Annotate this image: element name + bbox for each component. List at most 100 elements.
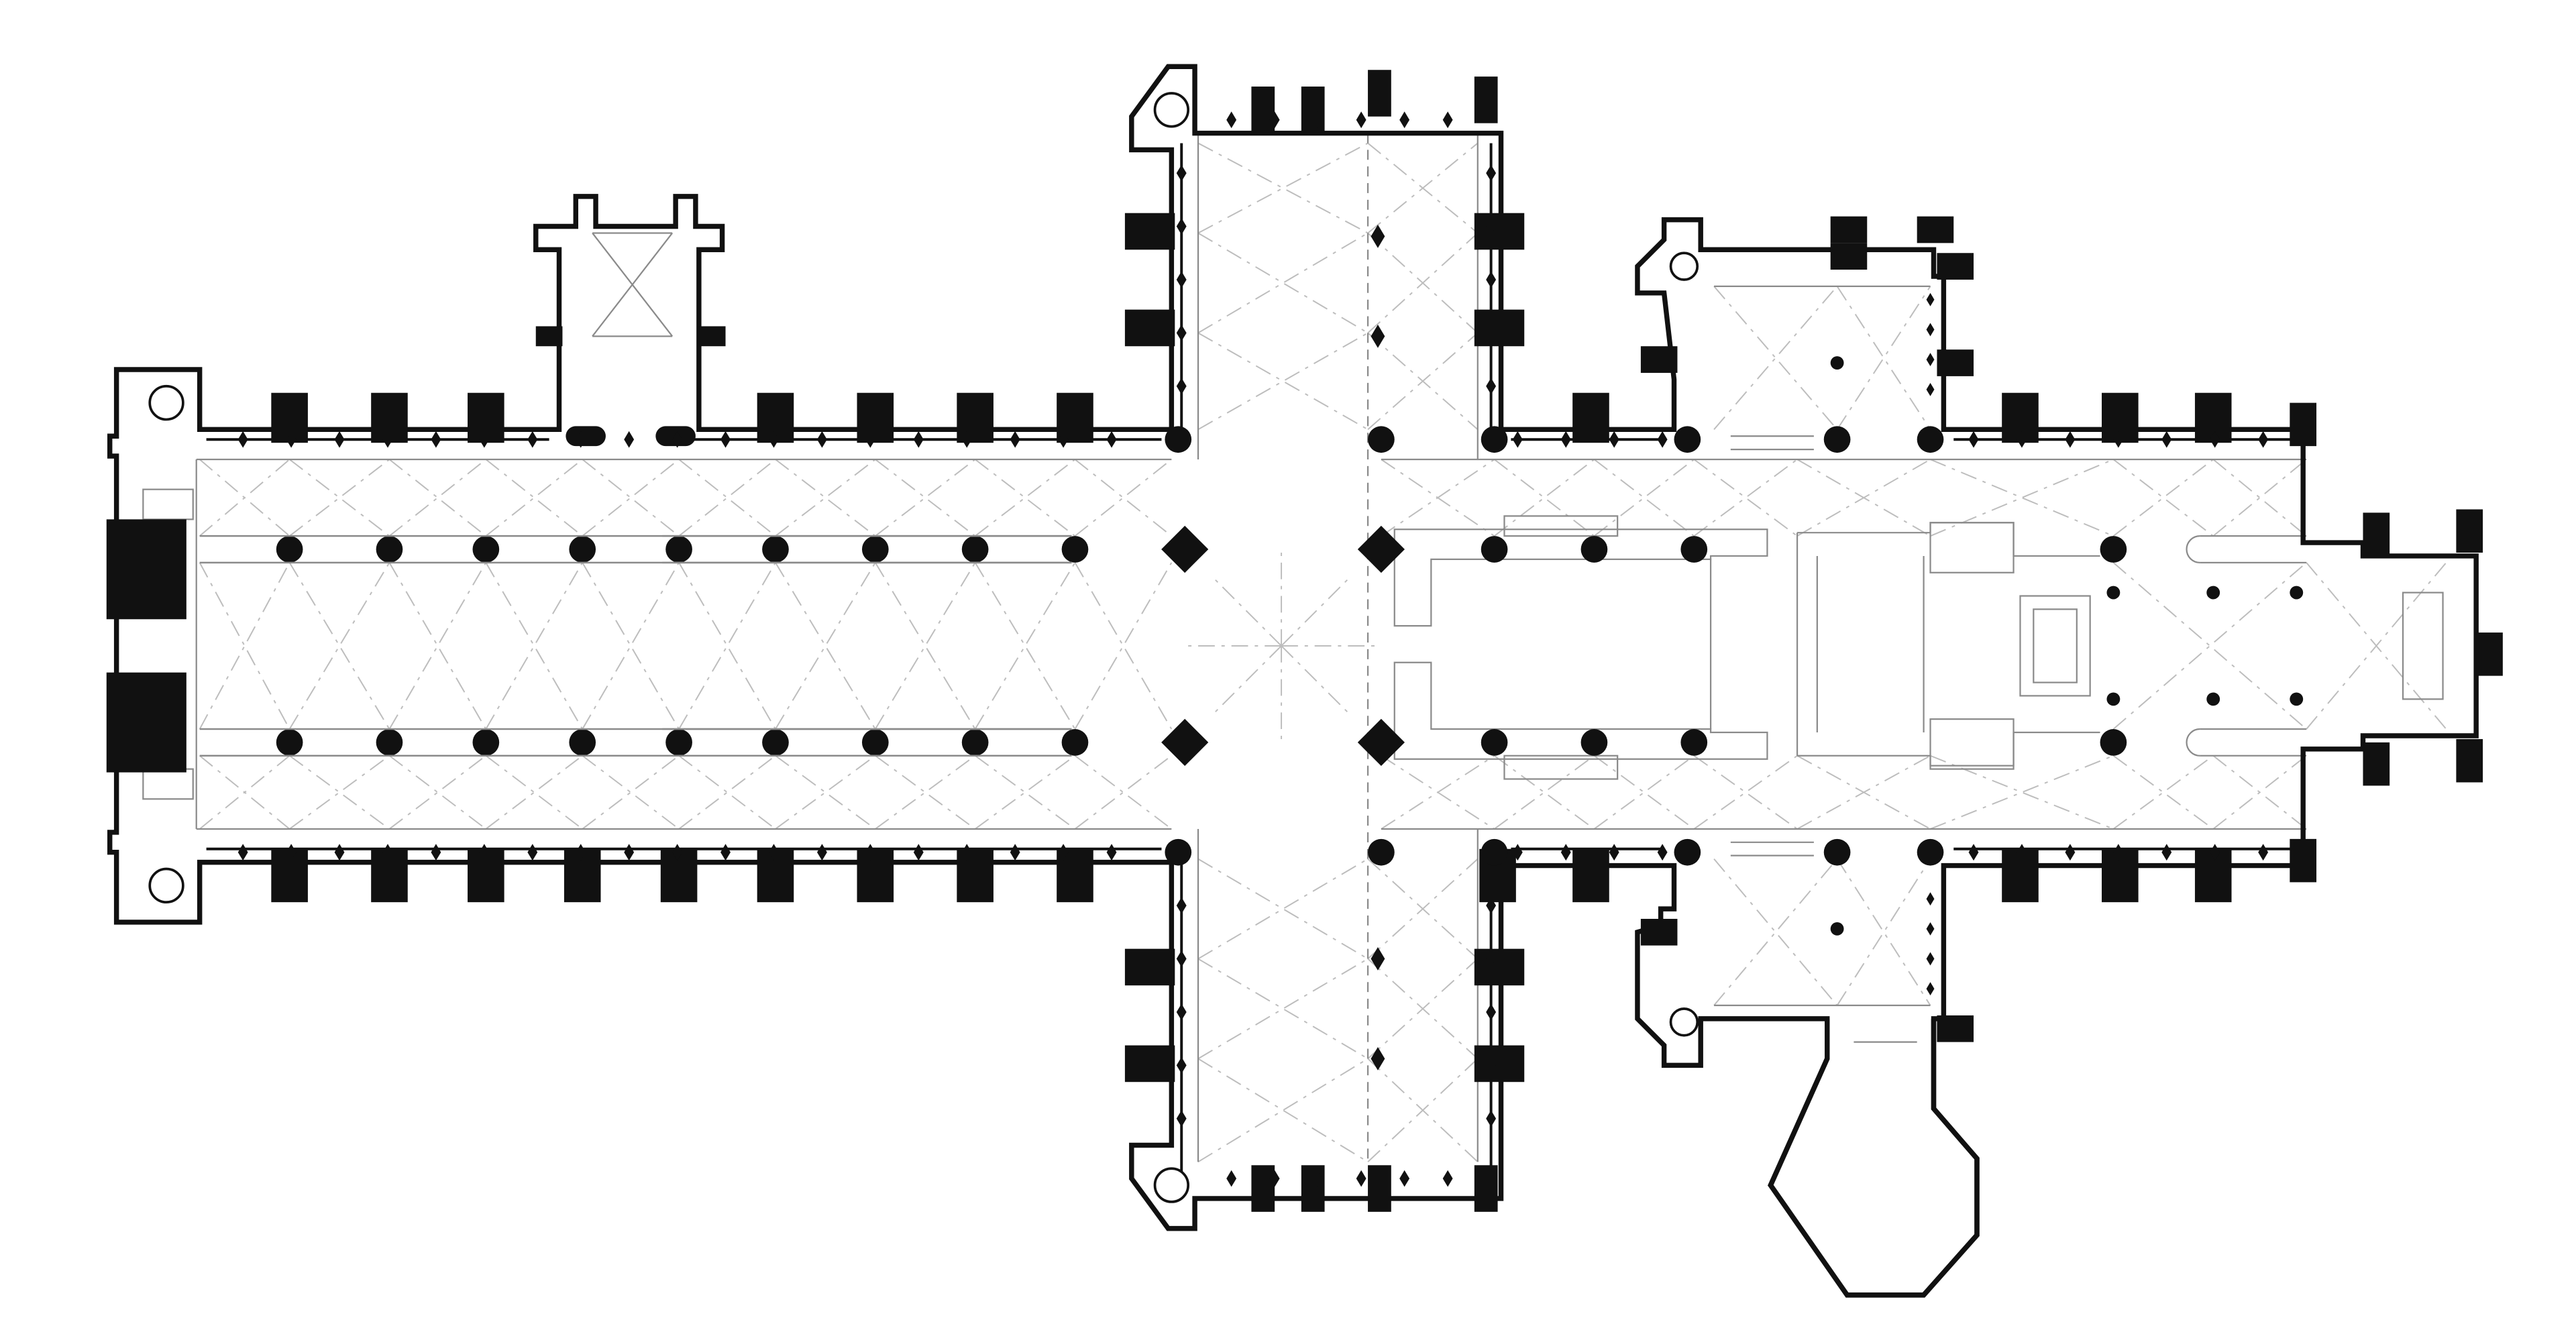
nave-pier <box>861 536 889 563</box>
buttress <box>535 326 563 347</box>
wall-shaft <box>1442 111 1453 129</box>
vault-rib <box>1367 858 1479 960</box>
wall-shaft <box>1560 844 1571 861</box>
nave-pier <box>276 536 303 563</box>
vault-rib <box>1693 755 1798 830</box>
vault-rib <box>1493 459 1595 537</box>
wall-shaft <box>961 431 972 448</box>
vault-rib <box>775 755 876 830</box>
vault-rib <box>875 755 976 830</box>
wall-shaft <box>1226 1170 1237 1187</box>
vault-rib <box>199 755 290 830</box>
vault-rib <box>1593 755 1695 830</box>
nave-pier <box>472 536 500 563</box>
buttress <box>1124 213 1175 250</box>
vault-rib <box>2306 562 2447 730</box>
buttress <box>2363 512 2390 556</box>
nave-pier <box>1481 426 1508 453</box>
vault-rib <box>1796 755 1931 830</box>
vault-rib <box>1367 1058 1479 1163</box>
nave-pier <box>2100 729 2127 756</box>
vault-rib <box>1281 645 1348 712</box>
buttress <box>1474 948 1525 986</box>
wall-shaft <box>1486 271 1497 288</box>
wall-shaft <box>1657 431 1668 448</box>
wall-shaft <box>1486 897 1497 914</box>
wall-shaft <box>1926 292 1935 307</box>
wall-shaft <box>1399 1170 1410 1187</box>
wall-shaft <box>1486 324 1497 341</box>
wall-shaft <box>1926 353 1935 367</box>
nave-pier <box>665 729 692 756</box>
vault-rib <box>388 755 486 830</box>
vault-rib <box>678 755 776 830</box>
wall-shaft <box>1926 952 1935 966</box>
vault-rib <box>1836 858 1931 1006</box>
nave-pier <box>1368 838 1395 866</box>
wall-shaft <box>1560 431 1571 448</box>
buttress <box>1474 213 1525 250</box>
buttress <box>1937 349 1974 376</box>
vault-rib <box>678 459 776 537</box>
buttress <box>1124 1045 1175 1083</box>
crossing-pier <box>1357 718 1405 767</box>
vault-rib <box>2212 459 2307 537</box>
vault-rib <box>678 459 776 537</box>
west-buttress <box>106 519 186 620</box>
interior-lines <box>142 133 2444 1162</box>
wall-shaft <box>1926 323 1935 337</box>
vault-rib <box>485 755 583 830</box>
nave-pier <box>2206 586 2220 600</box>
buttress <box>566 426 606 447</box>
vault-rib <box>1494 755 1595 830</box>
wall-shaft <box>1926 922 1935 936</box>
buttress <box>857 848 894 903</box>
buttress <box>1301 87 1325 133</box>
vault-rib <box>1281 579 1348 647</box>
nave-pier <box>1061 729 1089 756</box>
vault-rib <box>582 459 680 537</box>
nave-pier <box>2106 586 2121 600</box>
buttress <box>2476 632 2503 676</box>
vault-rib <box>582 755 680 830</box>
buttress <box>1937 253 1974 280</box>
buttress <box>1474 1045 1525 1083</box>
crossing-pier <box>1161 718 1209 767</box>
nave-pier <box>1580 729 1608 756</box>
wall-shaft <box>1356 1170 1366 1187</box>
nave-pier <box>961 729 989 756</box>
nave-pier <box>2100 536 2127 563</box>
vault-rib <box>199 562 290 730</box>
vault-rib <box>2112 562 2307 730</box>
nave-pier <box>1830 356 1844 370</box>
vault-rib <box>485 459 583 537</box>
wall-shaft <box>2017 431 2027 448</box>
buttress <box>857 392 894 443</box>
vault-rib <box>1593 755 1695 830</box>
nave-pier <box>2290 586 2304 600</box>
buttress <box>1830 243 1868 270</box>
nave-pier <box>1674 426 1701 453</box>
wall-shaft <box>1176 897 1187 914</box>
nave-pier <box>1823 426 1851 453</box>
vault-rib <box>975 459 1076 537</box>
wall-shaft <box>1269 1170 1280 1187</box>
vault-rib <box>1367 332 1479 431</box>
buttress <box>957 392 994 443</box>
nave-pier <box>472 729 500 756</box>
wall-shaft <box>1609 844 1619 861</box>
wall-shaft <box>1010 431 1020 448</box>
buttress <box>2456 738 2483 783</box>
vault-rib <box>388 459 486 537</box>
vault-rib <box>678 755 776 830</box>
nave-pier <box>1165 426 1192 453</box>
buttress <box>1937 1015 1974 1042</box>
wall-shaft <box>1269 111 1280 129</box>
nave-pier <box>276 729 303 756</box>
vault-rib <box>1713 858 1838 1006</box>
wall-shaft <box>769 431 779 448</box>
nave-pier <box>861 729 889 756</box>
vault-rib <box>485 459 583 537</box>
vault-rib <box>2212 459 2307 537</box>
